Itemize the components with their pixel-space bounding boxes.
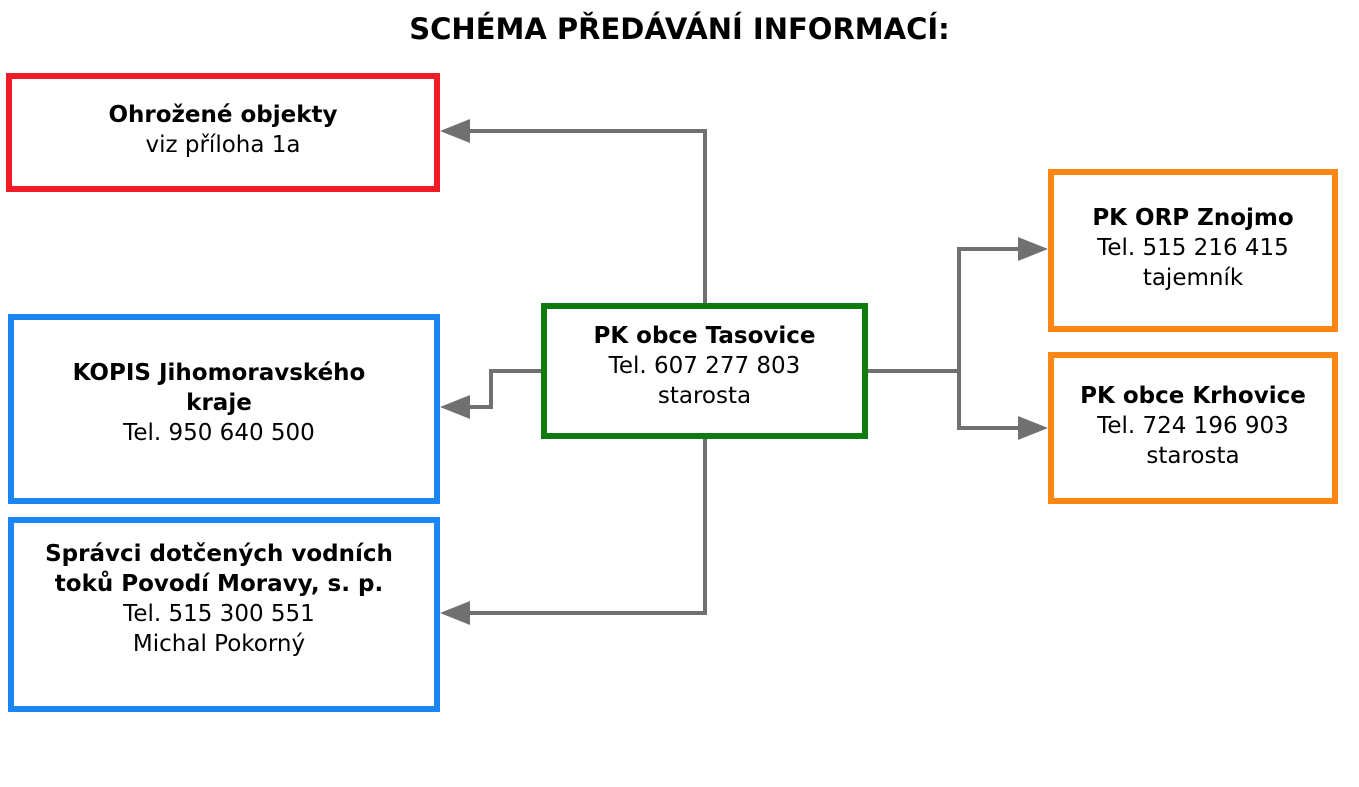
tasovice-center-box: PK obce Tasovice Tel. 607 277 803 staros… [541,303,868,439]
arrowhead-orp [1018,237,1048,261]
water-managers-contact-person: Michal Pokorný [132,631,306,657]
diagram-title: SCHÉMA PŘEDÁVÁNÍ INFORMACÍ: [409,12,950,46]
water-managers-heading-line2: toků Povodí Moravy, s. p. [54,571,384,597]
krhovice-box: PK obce Krhovice Tel. 724 196 903 staros… [1048,352,1338,504]
threatened-objects-reference: viz příloha 1a [145,131,301,158]
arrow-to-threatened [448,129,707,303]
water-managers-phone: Tel. 515 300 551 [123,601,315,627]
krhovice-heading: PK obce Krhovice [1080,383,1306,409]
arrowhead-kopis [440,395,470,419]
orp-znojmo-heading: PK ORP Znojmo [1092,205,1294,231]
krhovice-phone: Tel. 724 196 903 [1097,413,1289,439]
arrow-to-orp [957,247,1040,371]
kopis-heading-line1: KOPIS Jihomoravského [72,360,366,386]
kopis-box: KOPIS Jihomoravského kraje Tel. 950 640 … [8,314,440,504]
threatened-objects-heading: Ohrožené objekty [108,101,338,128]
tasovice-heading: PK obce Tasovice [593,323,816,349]
arrowhead-krhovice [1018,416,1048,440]
arrow-to-krhovice [957,371,1040,430]
orp-znojmo-phone: Tel. 515 216 415 [1097,235,1289,261]
tasovice-role: starosta [657,383,752,409]
water-managers-heading-line1: Správci dotčených vodních [45,541,393,567]
water-managers-box: Správci dotčených vodních toků Povodí Mo… [8,517,440,712]
kopis-heading-line2: kraje [186,390,252,416]
orp-znojmo-role: tajemník [1142,265,1244,291]
arrowhead-water-managers [440,601,470,625]
kopis-phone: Tel. 950 640 500 [123,420,315,446]
krhovice-role: starosta [1146,443,1240,469]
threatened-objects-box: Ohrožené objekty viz příloha 1a [6,73,440,192]
arrow-to-water-managers [448,439,707,615]
orp-znojmo-box: PK ORP Znojmo Tel. 515 216 415 tajemník [1048,169,1338,332]
tasovice-phone: Tel. 607 277 803 [608,353,801,379]
arrowhead-threatened [440,119,470,143]
